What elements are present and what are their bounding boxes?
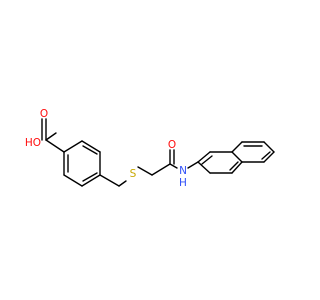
sulfur-label: S <box>130 168 137 180</box>
bond-ch2-s <box>118 180 127 187</box>
bonds <box>41 118 275 187</box>
amide-hydrogen-label: H <box>179 177 187 189</box>
atom-labels: HO O S O N H <box>25 108 187 189</box>
hydroxyl-oxygen-label: HO <box>25 137 41 149</box>
bond-ch2-co <box>151 163 171 176</box>
bond-ring5-inner <box>82 145 98 155</box>
bond-naph-a3 <box>231 151 243 163</box>
bond-ring-ch2 <box>99 174 120 187</box>
bond-naph-a4 <box>231 161 243 174</box>
bond-cooh-c-o <box>45 132 57 141</box>
bond-naph-a6 <box>197 161 211 174</box>
bond-ring3 <box>81 174 101 187</box>
bond-naph-b4 <box>263 151 275 163</box>
bond-ring2 <box>63 174 83 187</box>
bond-naph-b4-inner <box>261 151 271 160</box>
bond-s-ch2 <box>137 166 153 176</box>
bond-co-n <box>169 163 178 169</box>
bond-naph-a1-inner <box>201 155 213 165</box>
bond-n-naph <box>187 161 199 169</box>
bond-naph-b3 <box>263 141 275 153</box>
bond-ring3-inner <box>82 172 98 182</box>
carbonyl-oxygen-label: O <box>40 108 48 120</box>
bond-ring5 <box>81 140 101 153</box>
bond-cooh-c-ring <box>45 139 65 153</box>
amide-nitrogen-label: N <box>179 165 187 177</box>
bond-ring6 <box>63 140 83 153</box>
bond-naph-a1 <box>197 151 211 163</box>
bond-naph-b1 <box>231 141 243 153</box>
bond-naph-a4-inner <box>229 161 239 171</box>
amide-oxygen-label: O <box>168 139 176 151</box>
molecule-structure: HO O S O N H <box>25 108 275 189</box>
